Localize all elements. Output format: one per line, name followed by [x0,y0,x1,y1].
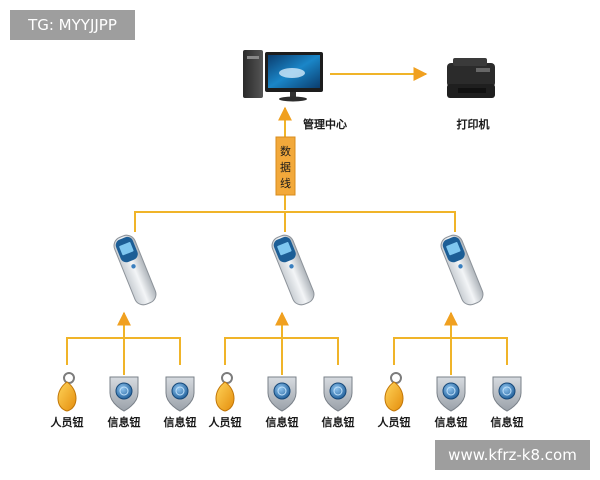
button-label: 人员钮 [209,415,242,429]
shield-button-icon [109,376,139,412]
key-fob-icon [384,372,404,412]
data-cable-box [275,136,296,196]
shield-button-icon [492,376,522,412]
button-label: 信息钮 [322,415,355,429]
cable-char-3: 线 [280,176,291,190]
reader-group: 人员钮 信息钮 信息钮 [51,234,197,429]
button-label: 信息钮 [435,415,468,429]
reader-group: 人员钮 信息钮 信息钮 [209,234,355,429]
desktop-computer-icon [243,50,323,102]
handheld-reader-icon [113,234,157,306]
watermark-url: www.kfrz-k8.com [435,440,590,470]
button-label: 信息钮 [108,415,141,429]
shield-button-icon [323,376,353,412]
button-label: 信息钮 [491,415,524,429]
key-fob-icon [215,372,235,412]
button-label: 信息钮 [164,415,197,429]
center-label: 管理中心 [303,117,347,131]
cable-char-2: 据 [280,160,291,174]
handheld-reader-icon [271,234,315,306]
shield-button-icon [165,376,195,412]
cable-char-1: 数 [280,145,291,158]
shield-button-icon [267,376,297,412]
key-fob-icon [57,372,77,412]
printer-icon [447,58,495,98]
button-label: 人员钮 [378,415,411,429]
handheld-reader-icon [440,234,484,306]
printer-label: 打印机 [457,117,490,131]
button-label: 信息钮 [266,415,299,429]
reader-group: 人员钮 信息钮 信息钮 [378,234,524,429]
watermark-tag: TG: MYYJJPP [10,10,135,40]
distribution-bar [134,211,456,232]
shield-button-icon [436,376,466,412]
button-label: 人员钮 [51,415,84,429]
